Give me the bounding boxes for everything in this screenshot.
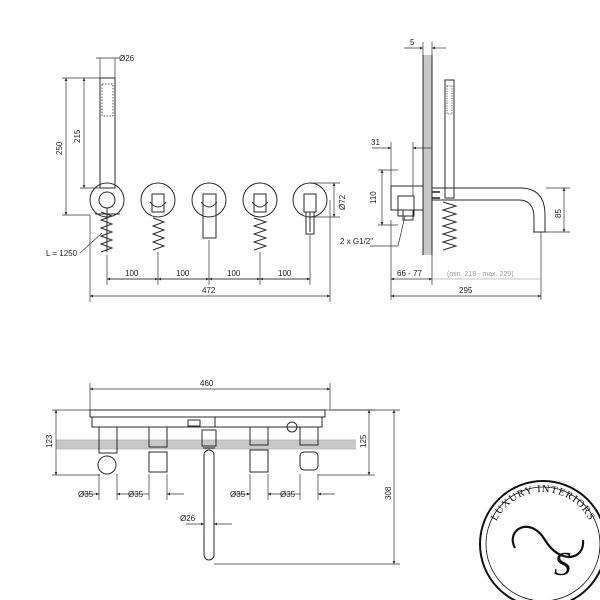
side-hand-shower — [441, 79, 458, 251]
front-vertical-dimensions: 250 215 — [55, 77, 100, 216]
spout — [432, 187, 546, 233]
hose-set — [99, 208, 268, 253]
pipe-1-diameter-label: Ø35 — [78, 490, 94, 499]
wall-offset-label: 5 — [410, 38, 415, 47]
rosette-diameter-dimension: Ø72 — [310, 182, 347, 218]
front-spacing-dimensions: 100 100 100 100 472 — [89, 200, 331, 302]
pipe-3 — [249, 426, 269, 473]
plate-width-label: 460 — [200, 379, 214, 388]
height-110-label: 110 — [369, 191, 378, 204]
logo-monogram: S — [554, 546, 572, 583]
top-view: 460 123 125 308 Ø35 Ø35 — [45, 379, 400, 565]
spacing-3-label: 100 — [227, 269, 241, 278]
hand-shower-diameter-label: Ø26 — [119, 54, 135, 63]
height-250-label: 250 — [55, 141, 64, 155]
side-dimensions: 5 31 110 2 x G1/2" 85 66 - 77 (min. 218 — [340, 38, 570, 300]
spout-pipe — [201, 429, 217, 561]
height-215-label: 215 — [73, 129, 82, 143]
total-projection-label: 295 — [459, 286, 473, 295]
pipe-4 — [299, 426, 319, 471]
spacing-2-label: 100 — [176, 269, 190, 278]
pipe-1 — [97, 426, 118, 475]
rosette-diameter-label: Ø72 — [338, 194, 347, 210]
top-wall-section — [56, 440, 356, 449]
depth-123-label: 123 — [45, 434, 54, 448]
side-view: 5 31 110 2 x G1/2" 85 66 - 77 (min. 218 — [340, 38, 570, 300]
rosette-2 — [140, 182, 176, 218]
logo-swash — [511, 525, 585, 558]
pipe-2-diameter-label: Ø35 — [128, 490, 144, 499]
install-depth-label: 66 - 77 — [397, 269, 422, 278]
spout-height-label: 85 — [554, 209, 563, 218]
wall-section — [423, 55, 432, 255]
mounting-plate — [89, 409, 326, 433]
pipe-4-diameter-label: Ø35 — [280, 490, 296, 499]
spacing-1-label: 100 — [125, 269, 139, 278]
total-width-label: 472 — [202, 286, 216, 295]
rosette-5 — [292, 182, 328, 235]
spout-pipe-diameter-label: Ø26 — [180, 514, 196, 523]
valve-body — [390, 185, 440, 221]
hand-shower: Ø26 — [96, 54, 135, 189]
front-view: Ø26 — [46, 54, 347, 302]
top-dimensions: 460 123 125 308 Ø35 Ø35 — [45, 379, 400, 565]
rosette-3 — [191, 182, 227, 239]
depth-125-label: 125 — [359, 434, 368, 448]
connection-label: 2 x G1/2" — [340, 237, 373, 246]
pipe-2 — [148, 426, 168, 473]
depth-308-label: 308 — [384, 486, 393, 500]
luxury-interiors-logo: LUXURY INTERIORS S — [479, 480, 600, 600]
pipe-3-diameter-label: Ø35 — [230, 490, 246, 499]
depth-31-label: 31 — [371, 138, 380, 147]
rosette-4 — [242, 182, 278, 218]
spacing-4-label: 100 — [278, 269, 292, 278]
spout-range-label: (min. 218 - max. 229) — [447, 271, 514, 278]
hose-length-callout: L = 1250 — [46, 232, 103, 258]
hose-length-label: L = 1250 — [46, 249, 78, 258]
